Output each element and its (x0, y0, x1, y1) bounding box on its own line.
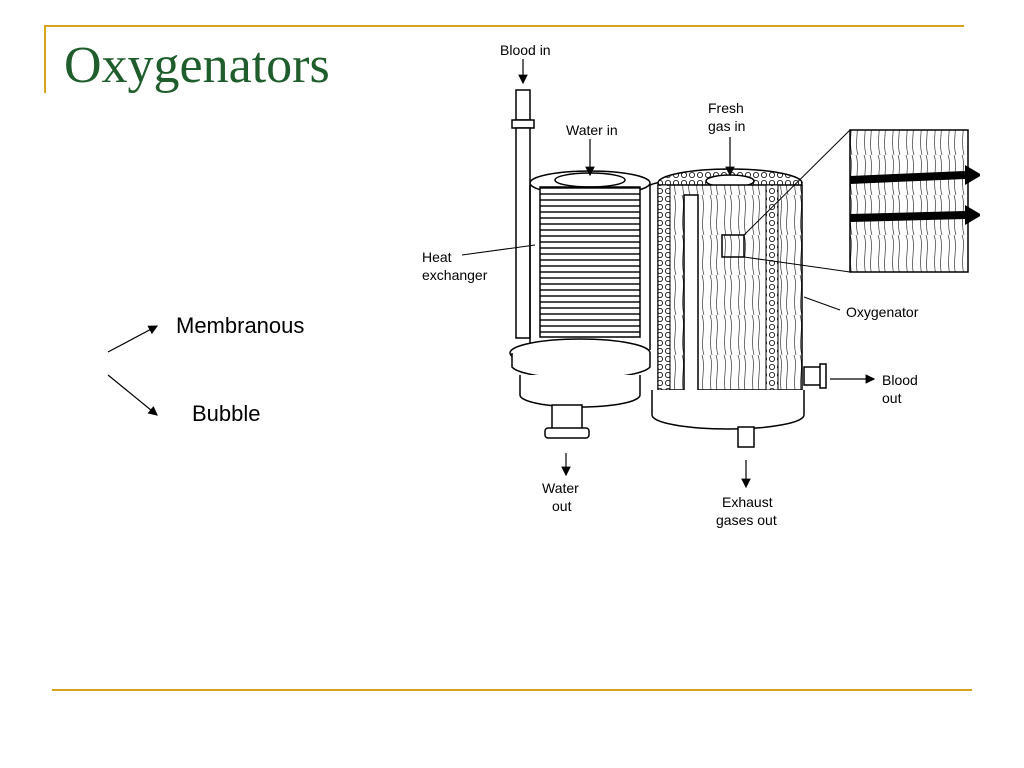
label-blood-in: Blood in (500, 42, 551, 58)
bottom-rule (52, 689, 972, 691)
type-bubble: Bubble (192, 401, 261, 426)
label-blood-out-2: out (882, 390, 902, 406)
oxygenator-unit (651, 168, 827, 448)
oxygenator-leader (803, 296, 841, 311)
label-exhaust-2: gases out (716, 512, 777, 528)
arrow-to-bubble (107, 374, 158, 416)
label-fresh-gas-2: gas in (708, 118, 745, 134)
label-exhaust-1: Exhaust (722, 494, 773, 510)
label-water-out-1: Water (542, 480, 579, 496)
label-water-in: Water in (566, 122, 618, 138)
left-rule (44, 25, 46, 93)
heat-exchanger-leader (461, 244, 536, 256)
branch-arrows (107, 325, 159, 416)
label-heat-exchanger-2: exchanger (422, 267, 488, 283)
arrow-to-membranous (107, 325, 159, 353)
label-fresh-gas-1: Fresh (708, 100, 744, 116)
type-membranous: Membranous (176, 313, 305, 338)
label-oxygenator: Oxygenator (846, 304, 919, 320)
slide-title: Oxygenators (64, 37, 330, 94)
heat-exchanger (509, 170, 651, 439)
label-water-out-2: out (552, 498, 572, 514)
label-blood-out-1: Blood (882, 372, 918, 388)
top-rule (44, 25, 964, 27)
oxygenator-diagram: Blood in Water in Fresh gas in Heat exch… (422, 42, 980, 528)
magnified-inset (743, 129, 980, 273)
label-heat-exchanger-1: Heat (422, 249, 452, 265)
